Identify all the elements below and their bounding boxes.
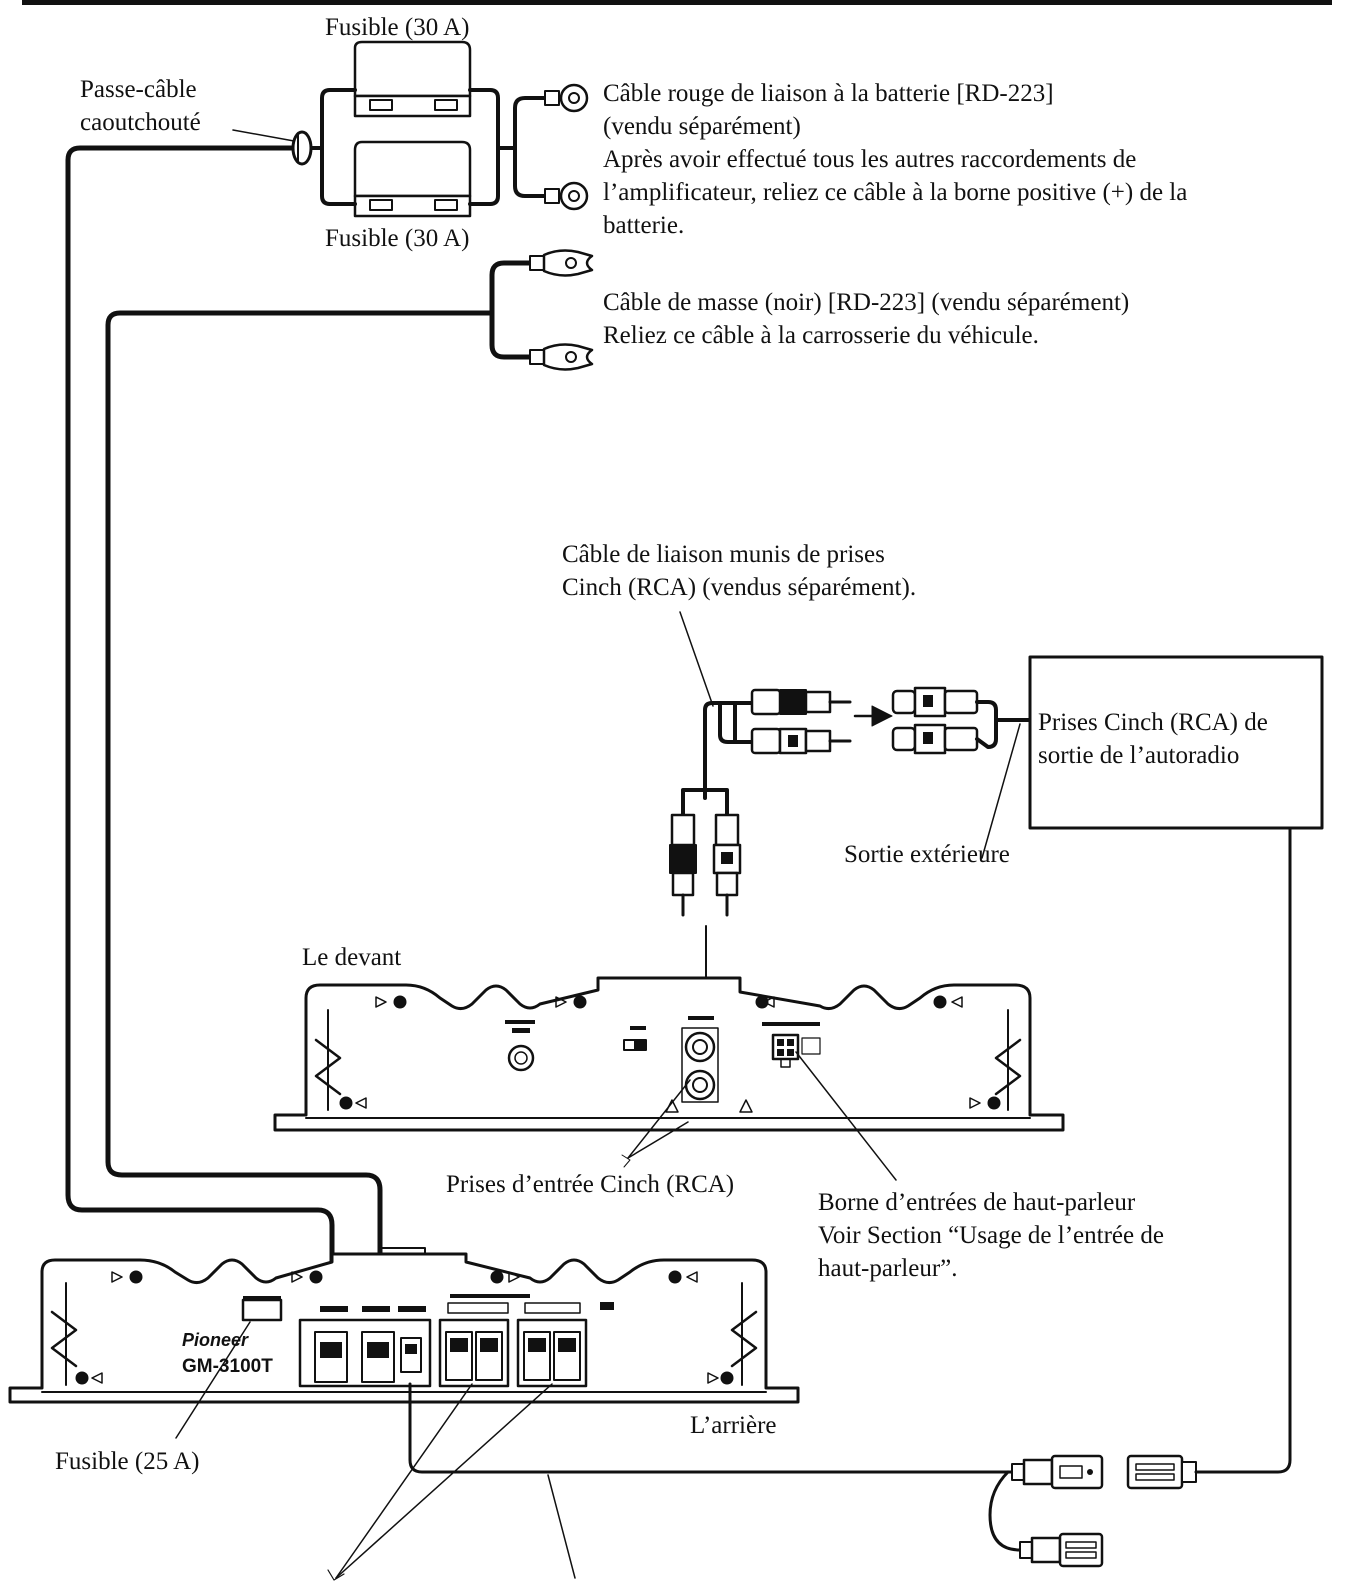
front-view-label: Le devant	[302, 944, 402, 971]
ground-cable-label-1: Câble de masse (noir) [RD-223] (vendu sé…	[603, 289, 1130, 316]
grommet-label-2: caoutchouté	[80, 109, 201, 136]
speaker-output-terminals	[438, 1318, 588, 1388]
fuse-30a-bottom	[328, 140, 492, 218]
fuse-30a-top	[328, 40, 492, 118]
ground-cable-label-2: Reliez ce câble à la carrosserie du véhi…	[603, 322, 1039, 349]
rca-cable-stem	[681, 718, 729, 817]
rca-cable-label-2: Cinch (RCA) (vendus séparément).	[562, 574, 917, 601]
rca-cable-label-1: Câble de liaison munis de prises	[562, 541, 885, 568]
external-output-label: Sortie extérieure	[844, 841, 1010, 868]
battery-cable-label-1: Câble rouge de liaison à la batterie [RD…	[603, 80, 1054, 107]
rca-input-jacks	[681, 1027, 719, 1103]
ring-terminal-top	[544, 83, 589, 113]
rear-view-label: L’arrière	[690, 1412, 777, 1439]
remote-connector-branch	[1019, 1532, 1104, 1568]
head-unit-box	[1028, 655, 1324, 830]
battery-cable-label-5: batterie.	[603, 212, 685, 239]
amp-model: GM-3100T	[182, 1356, 273, 1377]
fuse-25a-label: Fusible (25 A)	[55, 1448, 200, 1475]
rca-jack-pair-right	[891, 686, 979, 755]
amp-brand: Pioneer	[182, 1330, 249, 1350]
battery-cable-label-3: Après avoir effectué tous les autres rac…	[603, 146, 1137, 173]
remote-connector-female	[1126, 1454, 1212, 1490]
remote-connector-male	[1011, 1454, 1104, 1490]
power-terminal-block	[298, 1318, 432, 1388]
fork-terminal-top	[529, 249, 594, 277]
fuse-25a	[241, 1298, 283, 1322]
ground-cable	[105, 310, 495, 1348]
rubber-grommet	[291, 130, 313, 166]
rca-plug-down-right	[712, 813, 742, 917]
speaker-input-label-2: Voir Section “Usage de l’entrée de	[818, 1222, 1164, 1249]
speaker-input-label-3: haut-parleur”.	[818, 1255, 958, 1282]
rca-plug-down-left	[669, 813, 697, 917]
fuse-top-label: Fusible (30 A)	[325, 14, 470, 41]
amplifier-front-view	[273, 976, 1065, 1132]
grommet-label-1: Passe-câble	[80, 76, 197, 103]
rca-plug-pair-left	[750, 688, 852, 755]
rca-inputs-label: Prises d’entrée Cinch (RCA)	[446, 1171, 735, 1198]
speaker-input-label-1: Borne d’entrées de haut-parleur	[818, 1189, 1136, 1216]
head-unit-label-1: Prises Cinch (RCA) de	[1038, 709, 1268, 736]
battery-cable	[65, 145, 335, 1348]
amplifier-rear-view	[8, 1252, 800, 1404]
head-unit-label-2: sortie de l’autoradio	[1038, 742, 1240, 769]
gain-knob	[507, 1044, 535, 1072]
battery-cable-label-4: l’amplificateur, reliez ce câble à la bo…	[603, 179, 1188, 206]
fuse-bottom-label: Fusible (30 A)	[325, 225, 470, 252]
system-remote-wire	[408, 1382, 1014, 1474]
speaker-input-connector	[771, 1033, 821, 1068]
battery-cable-label-2: (vendu séparément)	[603, 113, 801, 140]
connect-arrow-icon	[871, 705, 893, 727]
top-rule	[22, 0, 1332, 5]
fork-terminal-bottom	[529, 343, 594, 371]
ring-terminal-bottom	[544, 181, 589, 211]
